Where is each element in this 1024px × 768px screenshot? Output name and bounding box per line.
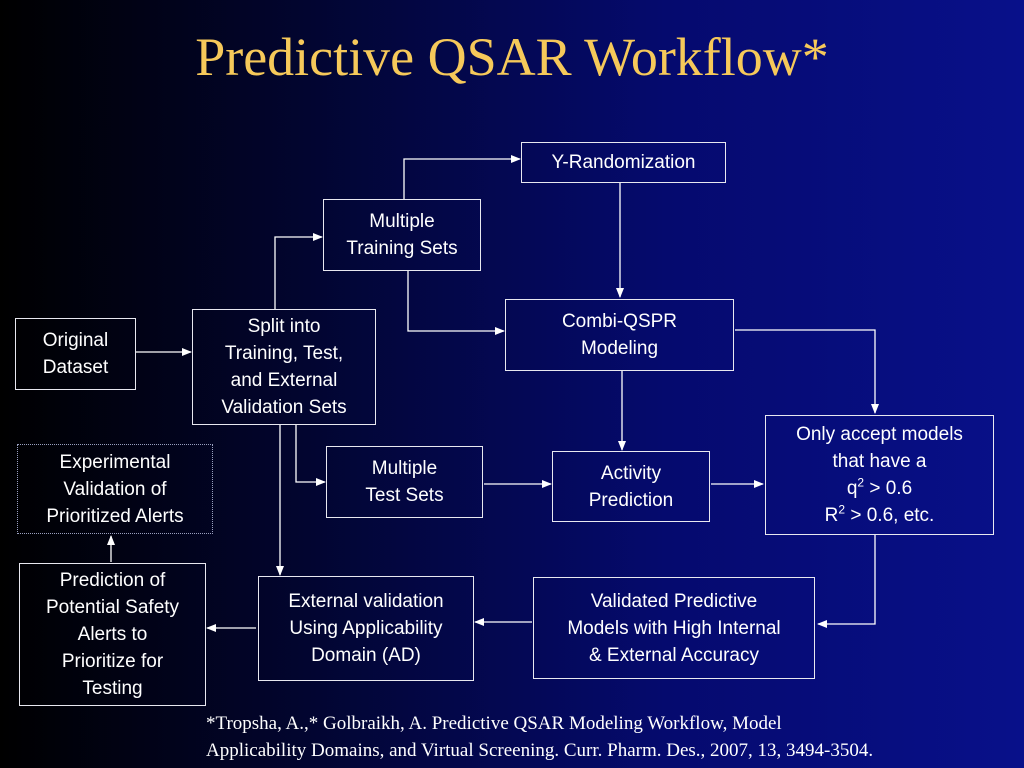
node-original-dataset: Original Dataset xyxy=(15,318,136,390)
node-accept-criteria-label: Only accept models that have a xyxy=(796,424,963,472)
node-combi-qspr: Combi-QSPR Modeling xyxy=(505,299,734,371)
node-multiple-training-sets: Multiple Training Sets xyxy=(323,199,481,271)
node-prediction-safety-alerts: Prediction of Potential Safety Alerts to… xyxy=(19,563,206,706)
node-validated-models-label: Validated Predictive Models with High In… xyxy=(567,590,781,666)
arrow-combi-to-accept xyxy=(735,329,879,414)
citation-line-2: Applicability Domains, and Virtual Scree… xyxy=(206,740,874,761)
node-y-randomization: Y-Randomization xyxy=(521,142,726,183)
node-accept-criteria-content: Only accept models that have a q2 > 0.6 … xyxy=(796,421,963,529)
criteria-q2: q2 > 0.6 xyxy=(796,475,963,502)
criteria-q2-threshold: > 0.6 xyxy=(864,478,913,499)
criteria-r2: R2 > 0.6, etc. xyxy=(796,502,963,529)
node-multiple-training-sets-label: Multiple Training Sets xyxy=(346,211,458,259)
node-y-randomization-label: Y-Randomization xyxy=(551,152,696,173)
arrow-training-to-combi xyxy=(407,271,505,335)
node-external-validation: External validation Using Applicability … xyxy=(258,576,474,681)
node-combi-qspr-label: Combi-QSPR Modeling xyxy=(561,311,678,359)
node-multiple-test-sets-label: Multiple Test Sets xyxy=(365,458,444,506)
node-external-validation-label: External validation Using Applicability … xyxy=(288,591,444,666)
criteria-r2-exponent: 2 xyxy=(838,502,846,517)
criteria-r2-symbol: R xyxy=(824,505,839,526)
criteria-r2-threshold: > 0.6, etc. xyxy=(845,505,935,526)
node-experimental-validation-label: Experimental Validation of Prioritized A… xyxy=(46,451,184,527)
node-experimental-validation: Experimental Validation of Prioritized A… xyxy=(17,444,213,534)
node-split-sets-label: Split into Training, Test, and External … xyxy=(221,316,347,418)
arrow-split-to-test xyxy=(295,425,326,486)
node-activity-prediction: Activity Prediction xyxy=(552,451,710,522)
citation-line-1: *Tropsha, A.,* Golbraikh, A. Predictive … xyxy=(206,713,782,734)
citation-footnote: *Tropsha, A.,* Golbraikh, A. Predictive … xyxy=(206,710,1016,764)
criteria-q2-exponent: 2 xyxy=(857,475,865,490)
node-validated-models: Validated Predictive Models with High In… xyxy=(533,577,815,679)
criteria-q2-symbol: q xyxy=(846,478,858,499)
node-prediction-safety-alerts-label: Prediction of Potential Safety Alerts to… xyxy=(45,570,180,699)
node-activity-prediction-label: Activity Prediction xyxy=(588,462,674,511)
arrow-split-to-training xyxy=(274,233,323,309)
arrow-training-to-yrand xyxy=(403,155,521,199)
node-multiple-test-sets: Multiple Test Sets xyxy=(326,446,483,518)
arrow-accept-to-validated xyxy=(817,535,876,628)
node-accept-criteria: Only accept models that have a q2 > 0.6 … xyxy=(765,415,994,535)
page-title: Predictive QSAR Workflow* xyxy=(195,27,829,87)
node-split-sets: Split into Training, Test, and External … xyxy=(192,309,376,425)
node-original-dataset-label: Original Dataset xyxy=(42,330,109,378)
